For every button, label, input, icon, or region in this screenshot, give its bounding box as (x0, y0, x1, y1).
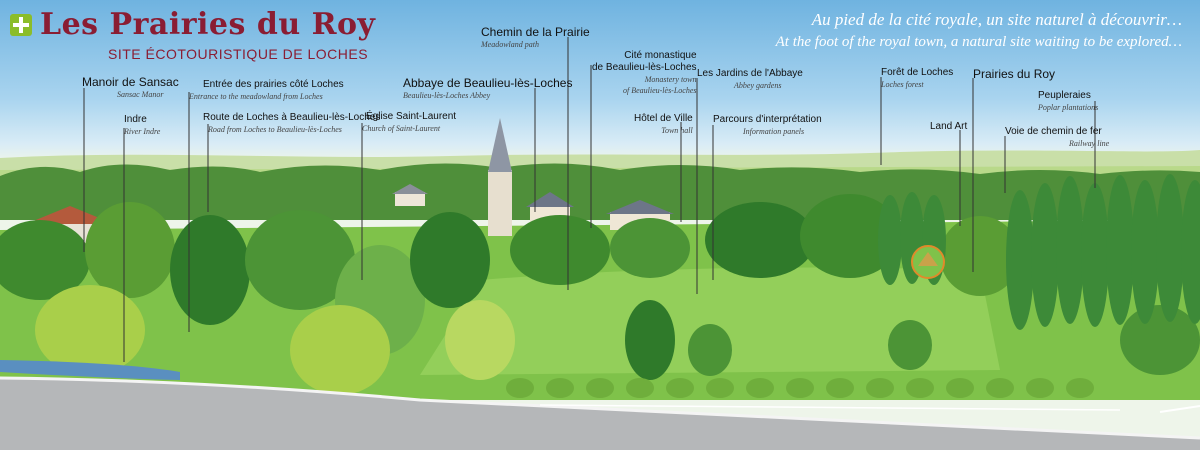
label-route-loches-beaulieu: Route de Loches à Beaulieu-lès-Loches Ro… (203, 112, 381, 134)
label-hotel-de-ville: Hôtel de Ville Town hall (634, 113, 693, 135)
label-peupleraies: Peupleraies Poplar plantations (1038, 90, 1099, 112)
label-entree-prairies: Entrée des prairies côté Loches Entrance… (189, 79, 344, 101)
logo-cross-icon (10, 14, 32, 36)
label-land-art: Land Art (930, 121, 968, 132)
horizon-forest (0, 163, 1200, 220)
label-abbaye-beaulieu: Abbaye de Beaulieu-lès-Loches Beaulieu-l… (403, 76, 573, 100)
leader-lines (83, 37, 1096, 362)
label-indre: Indre River Indre (124, 114, 161, 136)
label-foret-de-loches: Forêt de Loches Loches forest (881, 67, 954, 89)
label-cite-monastique: Cité monastique de Beaulieu-lès-Loches M… (592, 50, 697, 95)
tagline-english: At the foot of the royal town, a natural… (775, 34, 1182, 50)
railway-track (1159, 405, 1200, 413)
label-prairies-du-roy: Prairies du Roy (973, 67, 1056, 81)
road-edge (0, 376, 1200, 440)
meadow-light (420, 267, 1000, 375)
river-indre (0, 360, 180, 380)
label-manoir-de-sansac: Manoir de Sansac Sansac Manor (82, 75, 179, 99)
label-parcours-interpretation: Parcours d'interprétation Information pa… (713, 114, 822, 136)
tagline-french: Au pied de la cité royale, un site natur… (811, 10, 1182, 29)
label-voie-chemin-de-fer: Voie de chemin de fer Railway line (1005, 126, 1110, 148)
label-eglise-saint-laurent: Église Saint-Laurent Church of Saint-Lau… (362, 111, 457, 133)
label-jardins-abbaye: Les Jardins de l'Abbaye Abbey gardens (697, 68, 803, 90)
fence (539, 404, 1121, 411)
land-art-installation (911, 245, 945, 279)
site-title: Les Prairies du Roy (40, 7, 376, 42)
road (0, 378, 1200, 450)
label-chemin-de-la-prairie: Chemin de la Prairie Meadowland path (481, 25, 590, 49)
poplar-plantation (878, 174, 1200, 330)
tree-clusters (0, 194, 1200, 395)
hedge-row (506, 378, 1094, 398)
site-subtitle: SITE ÉCOTOURISTIQUE DE LOCHES (108, 46, 369, 62)
site-logo: Les Prairies du Roy SITE ÉCOTOURISTIQUE … (10, 8, 375, 62)
